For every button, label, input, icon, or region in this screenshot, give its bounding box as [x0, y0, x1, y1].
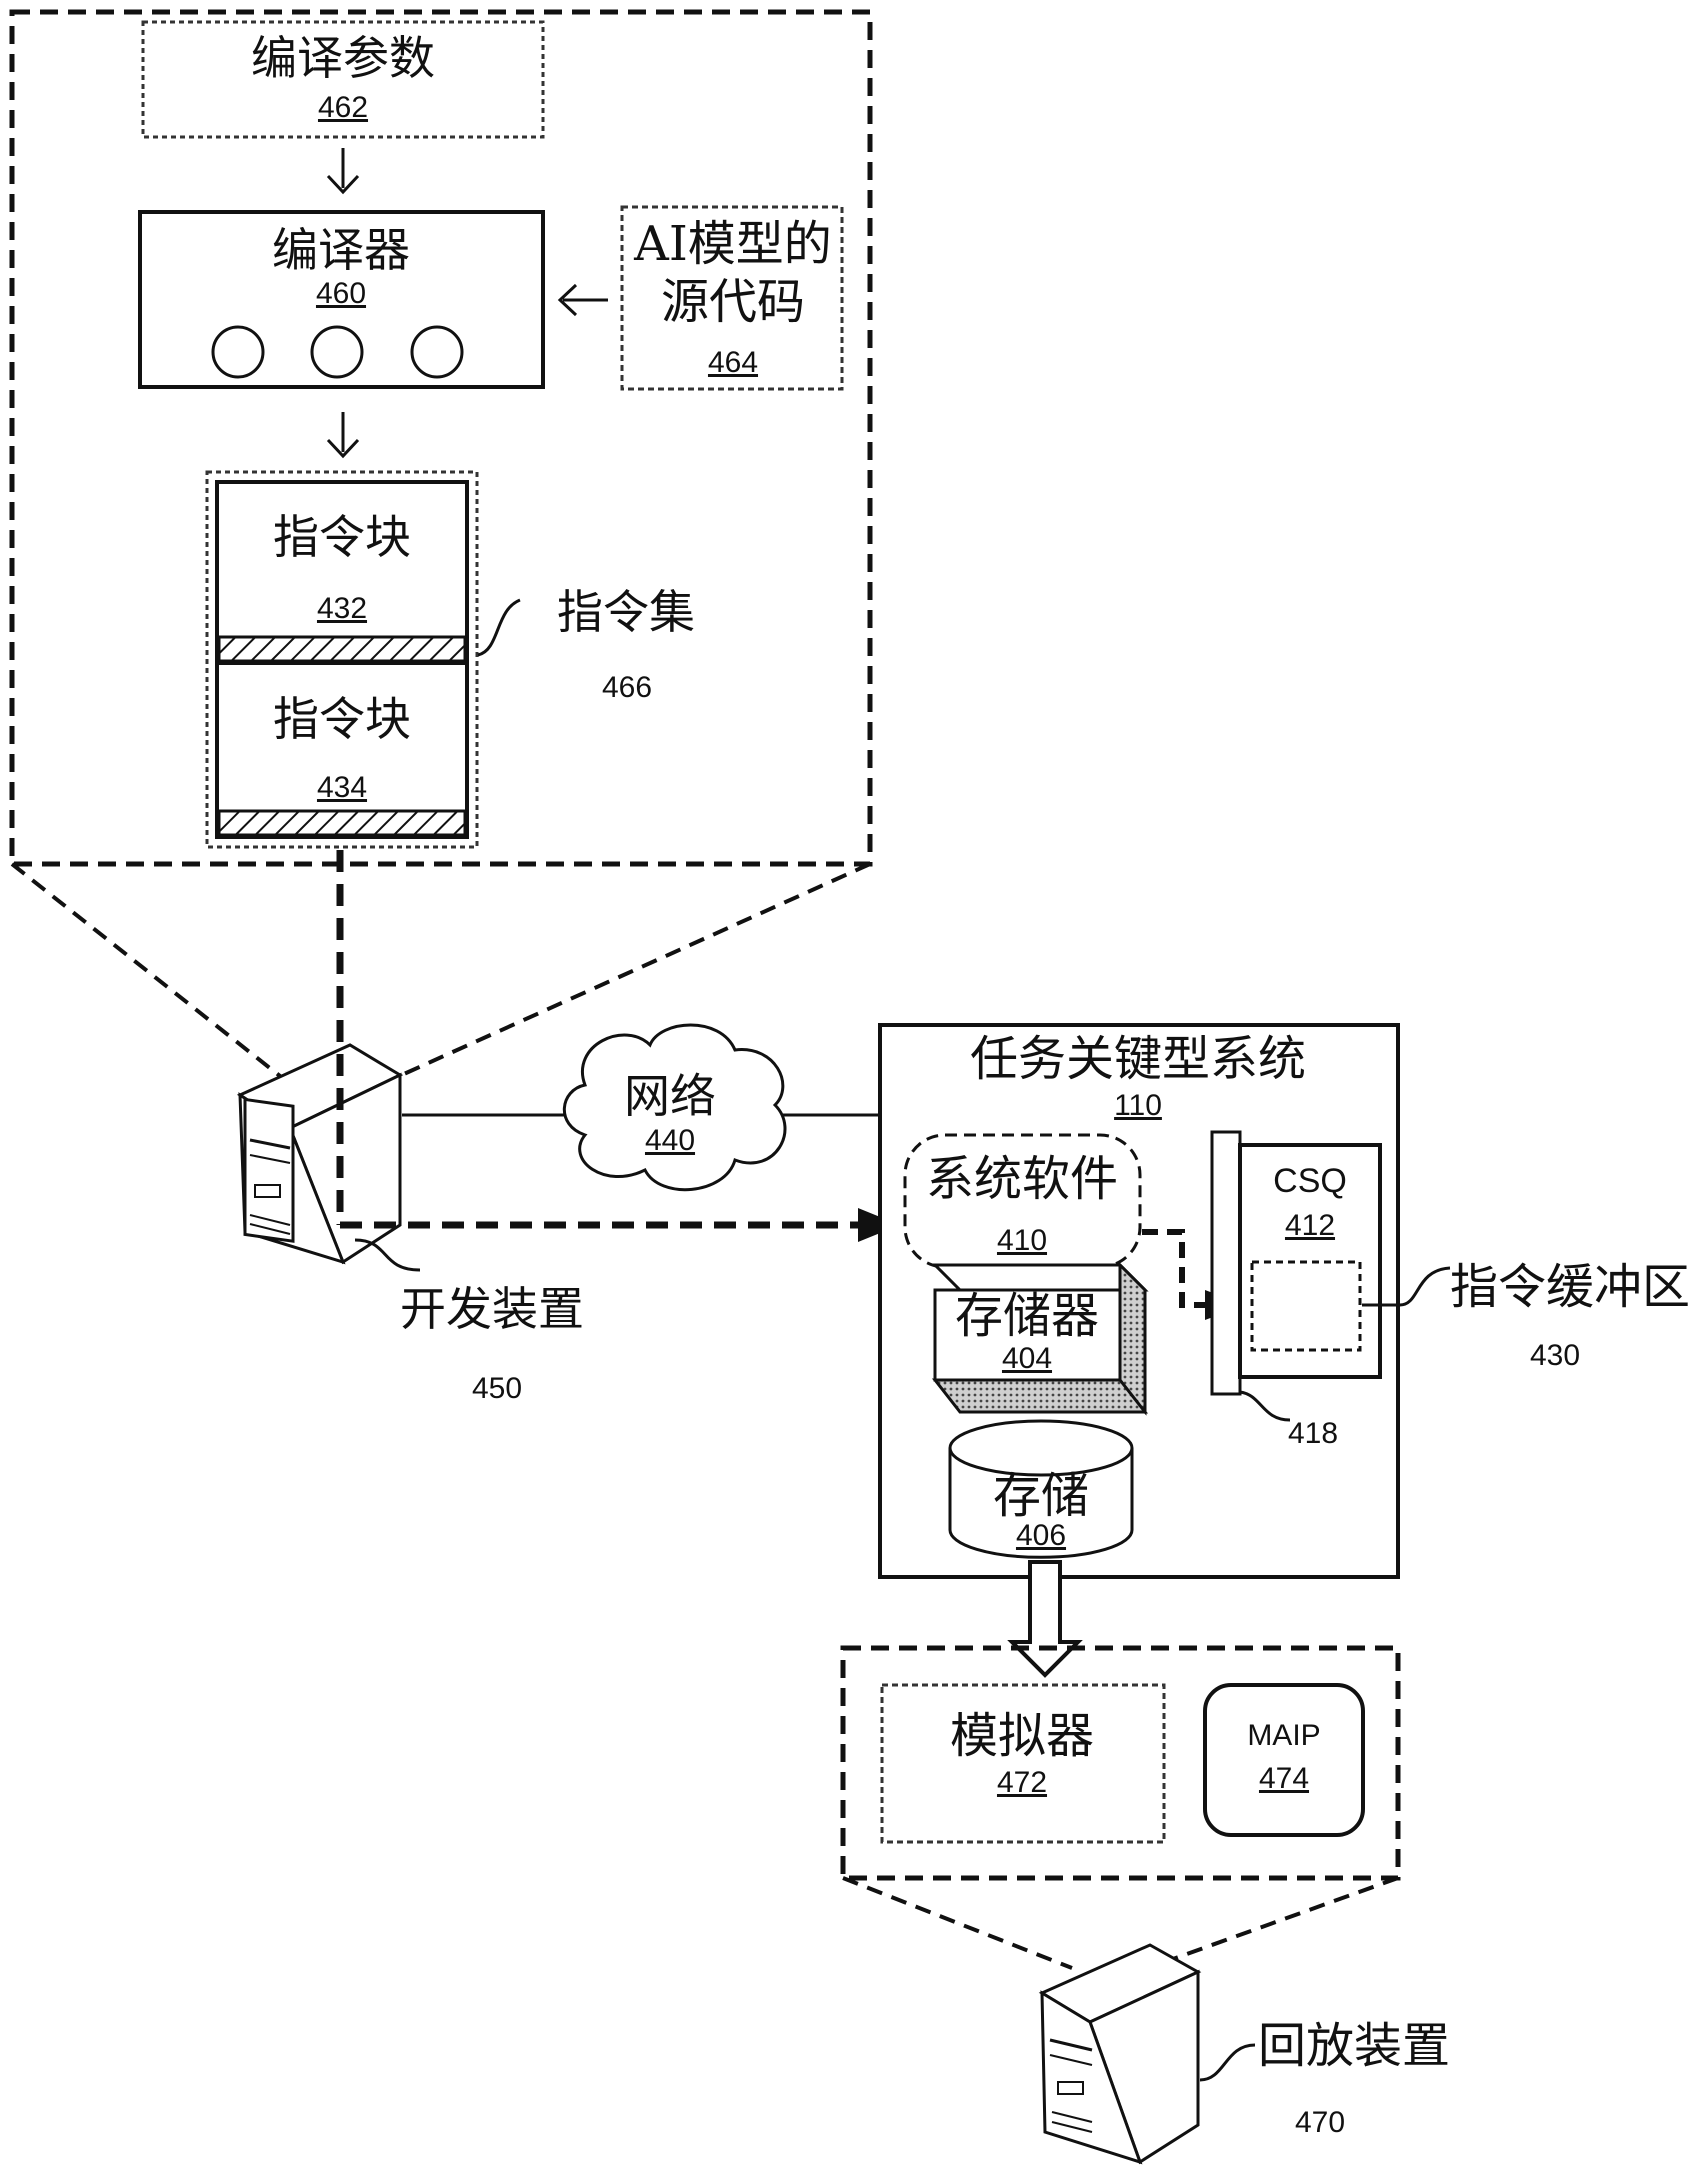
compiler-circle-icon — [310, 325, 364, 379]
csq-label: CSQ — [1273, 1162, 1347, 1200]
instruction-set-label: 指令集 — [557, 585, 695, 639]
block-1-footer — [217, 635, 467, 663]
block-2-footer — [217, 809, 467, 837]
instruction-buffer-label: 指令缓冲区 — [1450, 1259, 1690, 1315]
mission-system-title: 任务关键型系统 — [970, 1031, 1306, 1087]
maip-label: MAIP — [1247, 1719, 1320, 1752]
storage-cylinder: 存储 406 — [948, 1419, 1134, 1559]
network-ref: 440 — [645, 1124, 695, 1157]
playback-device-label: 回放装置 — [1258, 2018, 1450, 2074]
playback-device-ref: 470 — [1295, 2106, 1345, 2139]
dev-device-ref: 450 — [472, 1372, 522, 1405]
mission-system-ref: 110 — [1114, 1089, 1162, 1122]
compile-params-ref: 462 — [318, 91, 368, 124]
compile-params-label: 编译参数 — [251, 31, 435, 85]
csq-unit: CSQ 412 418 — [1210, 1130, 1382, 1450]
dev-device-server-icon — [236, 1043, 404, 1265]
instruction-set: 指令块 432 指令块 434 指令集 466 — [205, 470, 695, 849]
ai-source-label-line1: AI模型的 — [633, 216, 832, 272]
playback-zoom-panel: 模拟器 472 MAIP 474 — [840, 1645, 1401, 1970]
memory-block: 存储器 404 — [931, 1261, 1149, 1416]
storage-label: 存储 — [993, 1468, 1089, 1524]
memory-ref: 404 — [1002, 1342, 1052, 1375]
block-1-label: 指令块 — [273, 510, 411, 564]
memory-label: 存储器 — [955, 1288, 1099, 1344]
dev-zoom-panel — [9, 9, 873, 1082]
instruction-buffer-callout — [1362, 1266, 1451, 1307]
network-label: 网络 — [624, 1069, 716, 1123]
instruction-buffer-box — [1250, 1260, 1362, 1352]
block-1-ref: 432 — [317, 592, 367, 625]
dev-device-label: 开发装置 — [400, 1282, 584, 1336]
arrow-params-to-compiler — [326, 148, 360, 195]
csq-ref: 412 — [1285, 1209, 1335, 1242]
compiler-ref: 460 — [316, 277, 366, 310]
network: 网络 440 — [402, 1023, 880, 1192]
instruction-set-ref: 466 — [602, 671, 652, 704]
compiler-circle-icon — [410, 325, 464, 379]
arrow-compiler-to-set — [326, 412, 360, 459]
mission-system: 任务关键型系统 110 系统软件 410 存储器 404 存储 406 — [878, 1023, 1400, 1579]
compiler-circle-icon — [211, 325, 265, 379]
storage-ref: 406 — [1016, 1519, 1066, 1552]
instruction-buffer-ref: 430 — [1530, 1339, 1580, 1372]
arrow-source-to-compiler — [557, 283, 608, 317]
block-2-label: 指令块 — [273, 692, 411, 746]
ai-source-box: AI模型的 源代码 464 — [620, 205, 844, 391]
compiler-label: 编译器 — [272, 223, 410, 277]
simulator-ref: 472 — [997, 1766, 1047, 1799]
cloud-icon — [562, 1023, 787, 1192]
bracket-ref: 418 — [1288, 1417, 1338, 1450]
simulator-label: 模拟器 — [950, 1708, 1094, 1764]
ai-source-label-line2: 源代码 — [661, 274, 805, 330]
maip-ref: 474 — [1259, 1762, 1309, 1795]
simulator-box: 模拟器 472 — [880, 1683, 1166, 1844]
dev-device-callout — [354, 1238, 421, 1272]
system-software-box: 系统软件 410 — [903, 1133, 1142, 1269]
bracket-418 — [1210, 1130, 1242, 1396]
system-software-label: 系统软件 — [926, 1151, 1118, 1207]
ai-source-ref: 464 — [708, 346, 758, 379]
playback-device-server-icon — [1038, 1943, 1202, 2165]
block-2-ref: 434 — [317, 771, 367, 804]
compiler-box: 编译器 460 — [138, 210, 545, 389]
compile-params-box: 编译参数 462 — [141, 20, 545, 139]
system-software-ref: 410 — [997, 1224, 1047, 1257]
maip-box: MAIP 474 — [1203, 1683, 1365, 1837]
playback-device-callout — [1199, 2043, 1256, 2082]
